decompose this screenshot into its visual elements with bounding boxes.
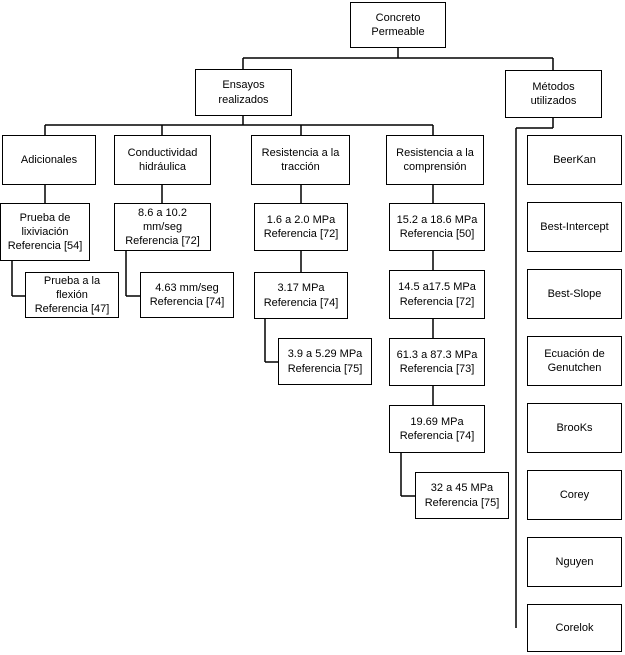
- branch-metodos: Métodos utilizados: [505, 70, 602, 118]
- category-traccion: Resistencia a la tracción: [251, 135, 350, 185]
- branch-metodos-label: Métodos utilizados: [530, 80, 577, 107]
- metodo-item-5-label: BrooKs: [556, 421, 593, 434]
- metodo-item-2: Best-Intercept: [527, 202, 622, 252]
- metodo-item-4-label: Ecuación de Genutchen: [544, 347, 605, 374]
- conductividad-item-1: 8.6 a 10.2 mm/seg Referencia [72]: [114, 203, 211, 251]
- metodo-item-1: BeerKan: [527, 135, 622, 185]
- category-adicionales: Adicionales: [2, 135, 96, 185]
- compresion-item-3: 61.3 a 87.3 MPa Referencia [73]: [389, 338, 485, 386]
- branch-ensayos: Ensayos realizados: [195, 69, 292, 116]
- metodo-item-3-label: Best-Slope: [547, 287, 602, 300]
- root-node: Concreto Permeable: [350, 2, 446, 48]
- conductividad-item-1-label: 8.6 a 10.2 mm/seg Referencia [72]: [125, 206, 200, 248]
- metodo-item-1-label: BeerKan: [553, 153, 596, 166]
- metodo-item-2-label: Best-Intercept: [540, 220, 609, 233]
- metodo-item-8-label: Corelok: [555, 621, 594, 634]
- traccion-item-3: 3.9 a 5.29 MPa Referencia [75]: [278, 338, 372, 385]
- metodo-item-5: BrooKs: [527, 403, 622, 453]
- compresion-item-4-label: 19.69 MPa Referencia [74]: [399, 415, 475, 442]
- category-conductividad: Conductividad hidráulica: [114, 135, 211, 185]
- metodo-item-6: Corey: [527, 470, 622, 520]
- compresion-item-1: 15.2 a 18.6 MPa Referencia [50]: [389, 203, 485, 251]
- branch-ensayos-label: Ensayos realizados: [218, 79, 269, 106]
- category-compresion: Resistencia a la comprensión: [386, 135, 484, 185]
- adicionales-item-2-label: Prueba a la flexión Referencia [47]: [34, 274, 110, 316]
- adicionales-item-1: Prueba de lixiviación Referencia [54]: [0, 203, 90, 261]
- compresion-item-5-label: 32 a 45 MPa Referencia [75]: [424, 482, 500, 509]
- traccion-item-3-label: 3.9 a 5.29 MPa Referencia [75]: [287, 348, 363, 375]
- root-node-label: Concreto Permeable: [371, 11, 425, 38]
- conductividad-item-2: 4.63 mm/seg Referencia [74]: [140, 272, 234, 318]
- category-adicionales-label: Adicionales: [20, 153, 78, 166]
- adicionales-item-2: Prueba a la flexión Referencia [47]: [25, 272, 119, 318]
- traccion-item-2: 3.17 MPa Referencia [74]: [254, 272, 348, 319]
- conductividad-item-2-label: 4.63 mm/seg Referencia [74]: [149, 281, 225, 308]
- category-conductividad-label: Conductividad hidráulica: [127, 146, 198, 173]
- compresion-item-1-label: 15.2 a 18.6 MPa Referencia [50]: [396, 213, 478, 240]
- metodo-item-6-label: Corey: [559, 488, 590, 501]
- metodo-item-3: Best-Slope: [527, 269, 622, 319]
- category-traccion-label: Resistencia a la tracción: [261, 146, 340, 173]
- metodo-item-7: Nguyen: [527, 537, 622, 587]
- compresion-item-2-label: 14.5 a17.5 MPa Referencia [72]: [398, 281, 476, 308]
- compresion-item-4: 19.69 MPa Referencia [74]: [389, 405, 485, 453]
- compresion-item-2: 14.5 a17.5 MPa Referencia [72]: [389, 270, 485, 319]
- category-compresion-label: Resistencia a la comprensión: [396, 146, 474, 173]
- compresion-item-5: 32 a 45 MPa Referencia [75]: [415, 472, 509, 519]
- metodo-item-7-label: Nguyen: [555, 555, 594, 568]
- traccion-item-2-label: 3.17 MPa Referencia [74]: [263, 282, 339, 309]
- compresion-item-3-label: 61.3 a 87.3 MPa Referencia [73]: [396, 348, 478, 375]
- traccion-item-1: 1.6 a 2.0 MPa Referencia [72]: [254, 203, 348, 251]
- metodo-item-4: Ecuación de Genutchen: [527, 336, 622, 386]
- adicionales-item-1-label: Prueba de lixiviación Referencia [54]: [7, 211, 83, 253]
- traccion-item-1-label: 1.6 a 2.0 MPa Referencia [72]: [263, 213, 339, 240]
- metodo-item-8: Corelok: [527, 604, 622, 652]
